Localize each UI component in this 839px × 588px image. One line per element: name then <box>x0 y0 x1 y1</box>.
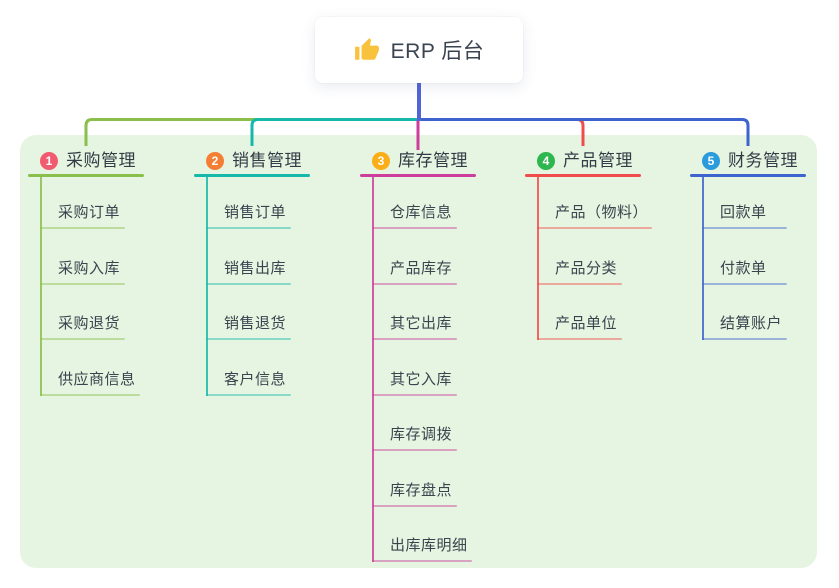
child-node[interactable]: 库存盘点 <box>390 481 453 499</box>
child-node[interactable]: 结算账户 <box>720 315 783 332</box>
child-underline <box>206 227 291 229</box>
child-node[interactable]: 出库库明细 <box>390 537 468 554</box>
child-underline <box>372 338 457 340</box>
child-underline <box>40 338 125 340</box>
branch-title[interactable]: 库存管理 <box>398 151 468 170</box>
root-node[interactable]: ERP 后台 <box>315 17 523 83</box>
child-underline <box>702 227 787 229</box>
child-node[interactable]: 回款单 <box>720 204 767 221</box>
child-underline <box>537 338 622 340</box>
branch-title[interactable]: 产品管理 <box>563 151 633 170</box>
branch-badge: 4 <box>537 152 555 170</box>
branch-child-line <box>206 177 208 396</box>
child-node[interactable]: 产品单位 <box>555 315 618 332</box>
child-node[interactable]: 库存调拨 <box>390 426 453 443</box>
thumbs-up-icon <box>354 38 379 60</box>
child-underline <box>372 393 457 396</box>
child-node[interactable]: 付款单 <box>720 259 767 277</box>
child-underline <box>40 393 140 396</box>
branch-child-line <box>537 177 539 340</box>
child-node[interactable]: 产品分类 <box>555 259 618 277</box>
child-underline <box>702 282 787 285</box>
branch-badge: 2 <box>206 152 224 170</box>
child-underline <box>372 449 457 451</box>
child-underline <box>206 393 291 396</box>
branch-child-line <box>702 177 704 340</box>
branch-badge: 3 <box>372 152 390 170</box>
branch-title[interactable]: 财务管理 <box>728 151 798 170</box>
child-node[interactable]: 销售订单 <box>224 204 287 221</box>
branch-underline <box>360 174 476 177</box>
branch-title[interactable]: 采购管理 <box>66 151 136 170</box>
child-underline <box>702 338 787 340</box>
child-node[interactable]: 销售出库 <box>224 259 287 277</box>
child-node[interactable]: 采购入库 <box>58 259 121 277</box>
child-underline <box>537 282 622 285</box>
child-node[interactable]: 其它入库 <box>390 370 453 388</box>
child-node[interactable]: 供应商信息 <box>58 370 136 388</box>
child-underline <box>372 560 472 562</box>
child-underline <box>537 227 652 229</box>
branch-badge: 1 <box>40 152 58 170</box>
child-node[interactable]: 采购订单 <box>58 204 121 221</box>
child-underline <box>40 227 125 229</box>
child-underline <box>206 282 291 285</box>
child-node[interactable]: 客户信息 <box>224 370 287 388</box>
branch-underline <box>28 174 144 177</box>
mindmap-board <box>20 135 817 568</box>
child-underline <box>372 282 457 285</box>
branch-child-line <box>40 177 42 396</box>
branch-child-line <box>372 177 374 562</box>
branch-badge: 5 <box>702 152 720 170</box>
child-node[interactable]: 产品（物料） <box>555 204 649 221</box>
child-node[interactable]: 仓库信息 <box>390 204 453 221</box>
child-underline <box>372 227 457 229</box>
child-node[interactable]: 其它出库 <box>390 315 453 332</box>
root-node-label: ERP 后台 <box>390 40 485 63</box>
branch-title[interactable]: 销售管理 <box>232 151 302 170</box>
branch-underline <box>690 174 806 177</box>
branch-underline <box>194 174 310 177</box>
child-node[interactable]: 销售退货 <box>224 315 287 332</box>
child-underline <box>372 504 457 507</box>
child-node[interactable]: 产品库存 <box>390 259 453 277</box>
branch-underline <box>525 174 641 177</box>
child-node[interactable]: 采购退货 <box>58 315 121 332</box>
child-underline <box>40 282 125 285</box>
child-underline <box>206 338 291 340</box>
